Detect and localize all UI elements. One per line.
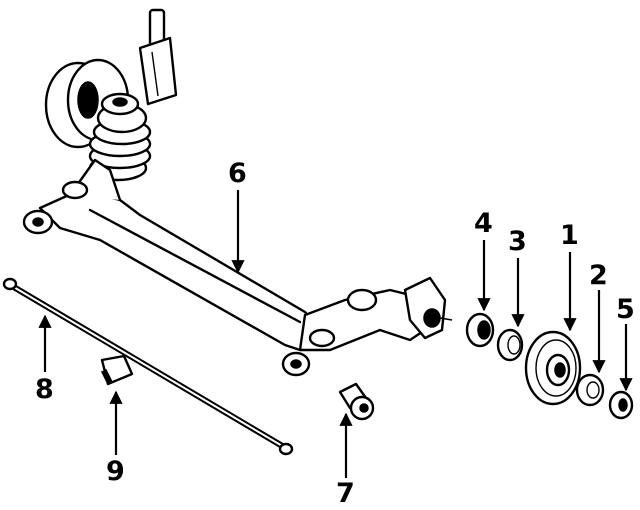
callout-8: 8: [35, 374, 54, 405]
callout-6: 6: [228, 158, 247, 189]
axle-beam: [22, 158, 453, 377]
leader-lines: [38, 190, 633, 478]
bearing-outer: [575, 373, 605, 407]
bearing-race: [496, 328, 524, 362]
callout-9: 9: [106, 456, 125, 487]
callout-7: 7: [336, 478, 355, 509]
bearing-inner: [465, 312, 495, 348]
callout-4: 4: [474, 208, 493, 239]
coil-spring: [88, 92, 152, 182]
hub-rotor: [524, 330, 582, 406]
callout-2: 2: [589, 260, 608, 291]
stabilizer-bar: [2, 277, 294, 456]
dust-cap: [608, 390, 634, 420]
bolt: [338, 382, 375, 421]
shock-absorber: [138, 8, 178, 106]
callout-3: 3: [508, 226, 527, 257]
callout-5: 5: [616, 294, 635, 325]
bushing: [100, 354, 134, 386]
callout-1: 1: [560, 220, 579, 251]
